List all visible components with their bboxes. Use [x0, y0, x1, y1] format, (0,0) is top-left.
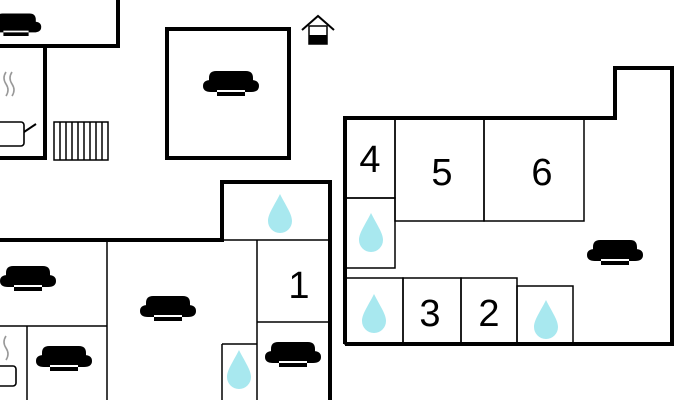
stove-icon	[0, 335, 17, 387]
top-middle-room	[165, 27, 291, 160]
room-number-4: 4	[359, 139, 380, 181]
radiator-icon	[53, 121, 109, 161]
water-drop-icon	[362, 294, 386, 333]
sofa-icon	[0, 266, 56, 295]
room-number-1: 1	[288, 265, 309, 307]
sofa-icon	[140, 296, 196, 325]
right-building: 4 5 6 3 2	[343, 66, 674, 346]
water-drop-icon	[227, 350, 251, 389]
sofa-icon	[587, 240, 643, 269]
water-drop-icon	[534, 300, 558, 339]
sofa-icon	[203, 71, 259, 100]
room-number-2: 2	[478, 293, 499, 335]
sofa-icon	[0, 13, 42, 40]
stove-icon	[0, 71, 37, 147]
sofa-icon	[265, 342, 321, 371]
bottom-left-wing: 1	[0, 180, 332, 400]
room-number-6: 6	[531, 152, 552, 194]
room-number-3: 3	[419, 293, 440, 335]
room-number-5: 5	[431, 152, 452, 194]
sofa-icon	[36, 346, 92, 375]
water-drop-icon	[359, 213, 383, 252]
house-entrance-icon	[301, 14, 335, 45]
water-drop-icon	[268, 194, 292, 233]
top-left-wing	[0, 0, 120, 161]
